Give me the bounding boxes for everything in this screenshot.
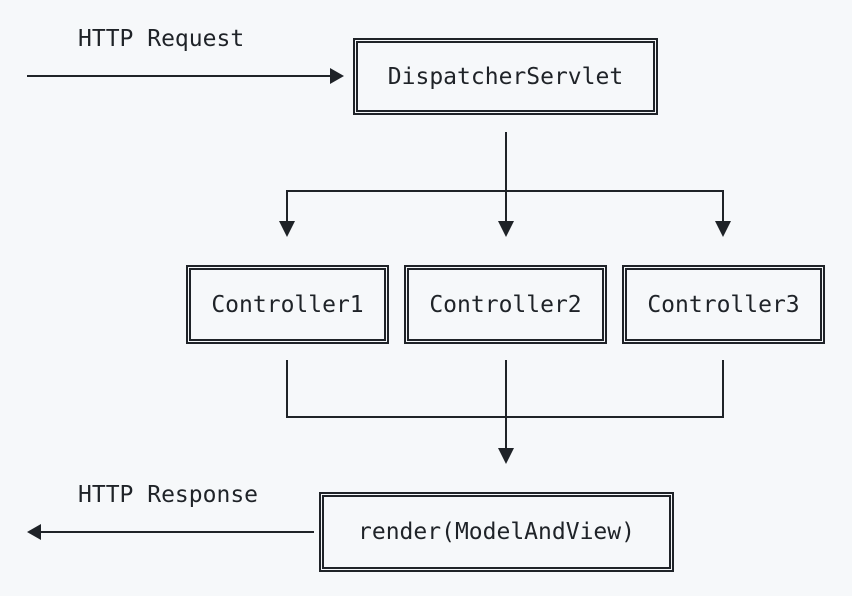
controller2-text: Controller2 xyxy=(429,291,582,318)
request-label: HTTP Request xyxy=(78,26,245,52)
arrowhead-controller3 xyxy=(715,221,731,237)
render-model-and-view-box: render(ModelAndView) xyxy=(319,492,674,572)
controller2-box: Controller2 xyxy=(404,265,607,344)
controller1-text: Controller1 xyxy=(211,291,364,318)
controller1-box: Controller1 xyxy=(186,265,389,344)
response-label: HTTP Response xyxy=(78,482,259,508)
controller3-box: Controller3 xyxy=(622,265,825,344)
dispatcher-servlet-text: DispatcherServlet xyxy=(387,63,624,90)
arrowhead-controller2 xyxy=(498,221,514,237)
request-arrowhead xyxy=(330,68,344,84)
dispatcher-servlet-box: DispatcherServlet xyxy=(353,38,658,115)
response-arrowhead xyxy=(27,524,41,540)
render-model-and-view-text: render(ModelAndView) xyxy=(358,519,635,545)
arrowhead-controller1 xyxy=(279,221,295,237)
controller3-text: Controller3 xyxy=(647,291,800,318)
arrowhead-render xyxy=(498,448,514,464)
